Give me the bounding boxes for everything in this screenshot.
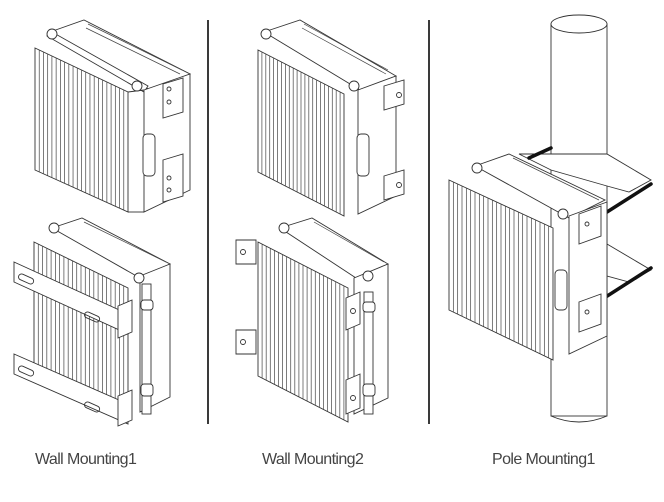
enclosure-illustration-top xyxy=(257,19,405,217)
enclosure-illustration-bottom xyxy=(235,217,389,423)
panel-divider-2 xyxy=(428,20,430,424)
caption-wall-mounting-1: Wall Mounting1 xyxy=(35,451,137,468)
panel-wall-mounting-2 xyxy=(208,0,428,440)
panel-wall-mounting-1 xyxy=(0,0,207,440)
front-fins xyxy=(38,50,125,211)
pole-mount-illustration xyxy=(448,14,653,423)
panel-divider-1 xyxy=(207,20,209,424)
panel-pole-mounting-1 xyxy=(429,0,664,440)
caption-pole-mounting-1: Pole Mounting1 xyxy=(492,451,595,468)
top-fins xyxy=(85,23,183,75)
caption-wall-mounting-2: Wall Mounting2 xyxy=(262,451,364,468)
enclosure-illustration-top xyxy=(34,19,192,213)
enclosure-illustration-bottom xyxy=(13,217,172,427)
